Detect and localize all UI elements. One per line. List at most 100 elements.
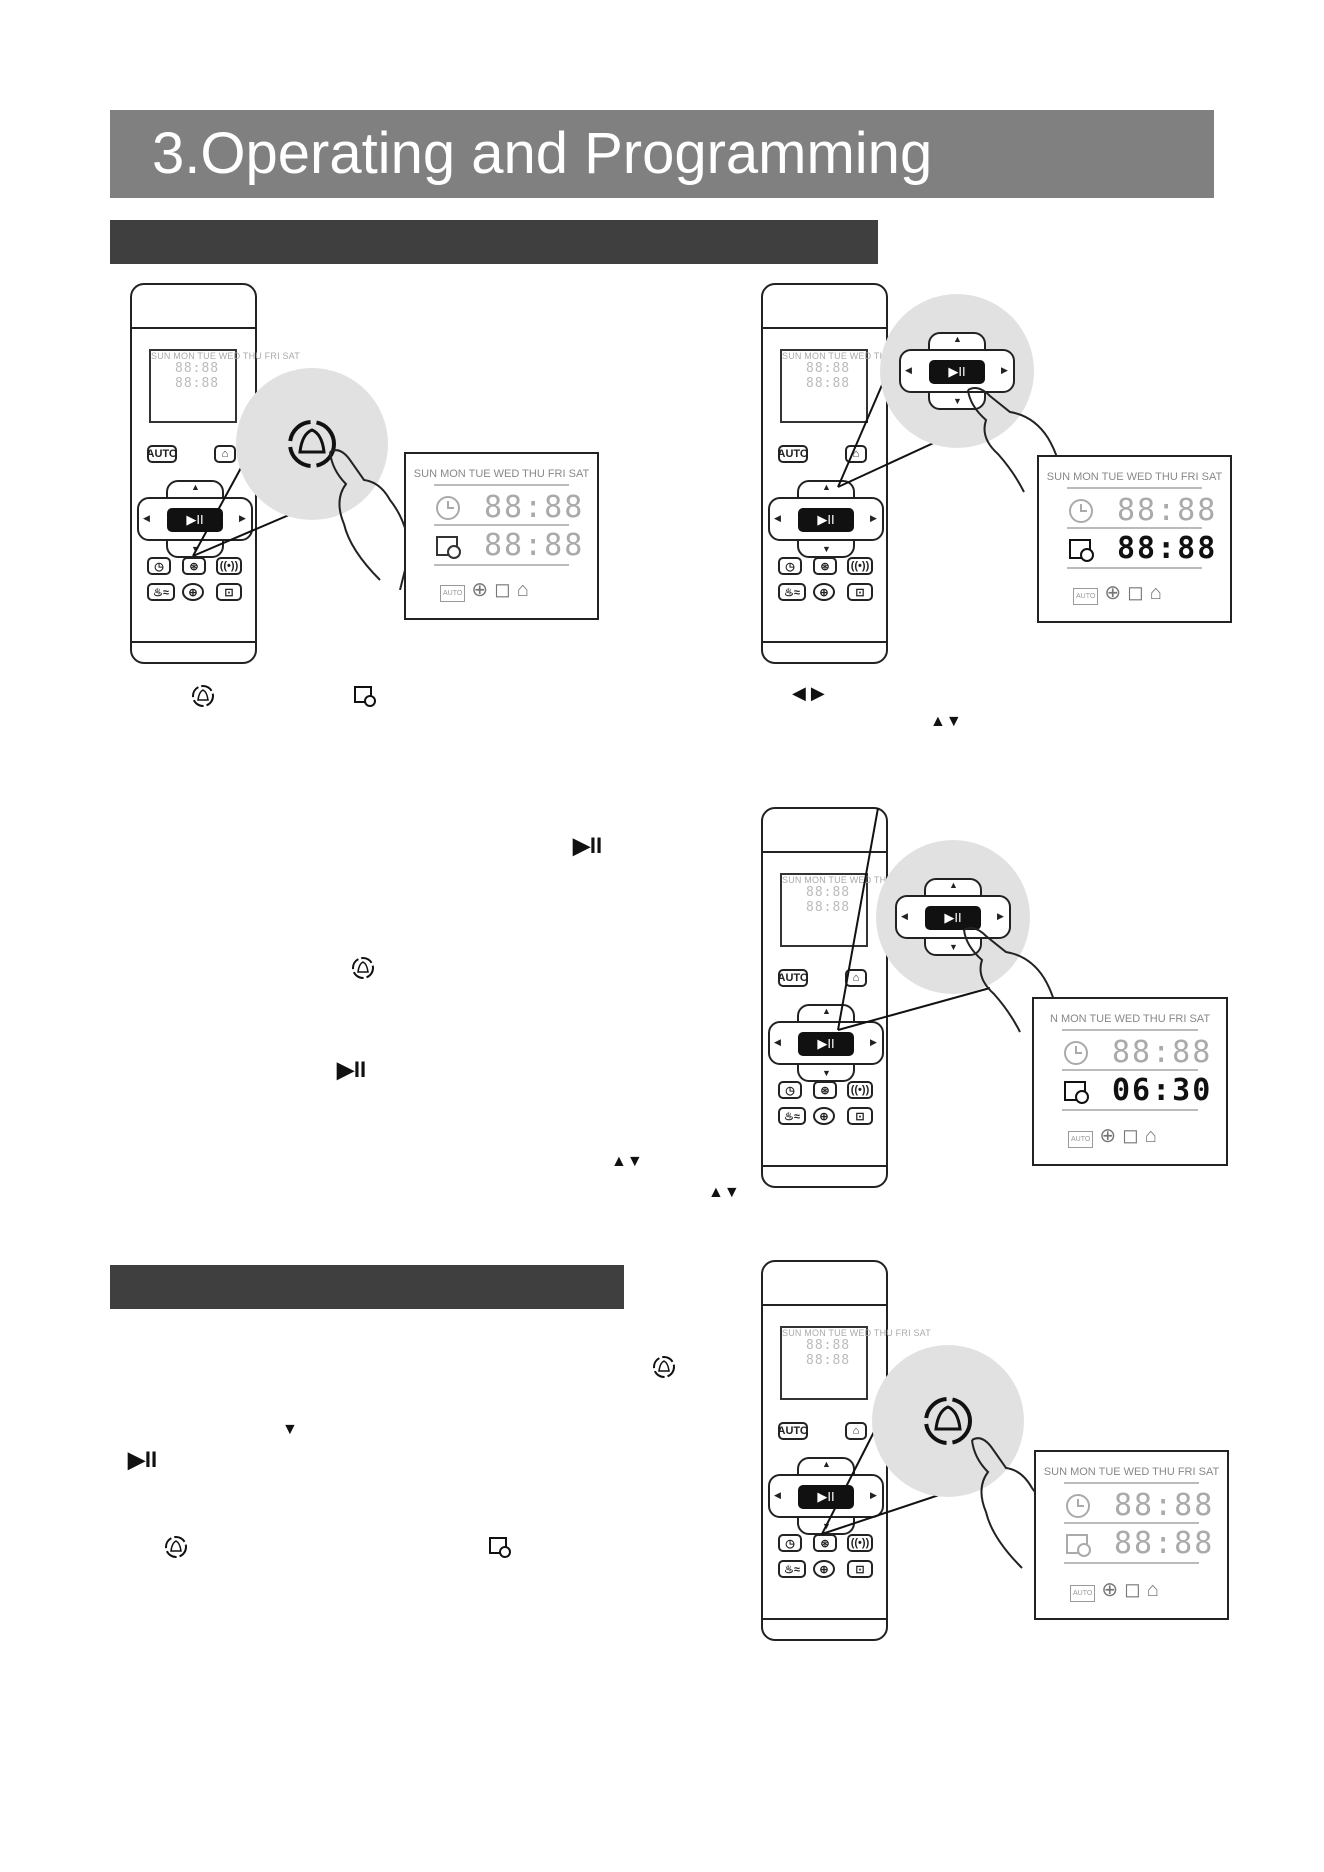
window-button[interactable]: ⊡ [847,1107,873,1125]
panel-days: SUN MON TUE WED THU FRI SAT [1043,1466,1220,1478]
window-button[interactable]: ⊡ [847,583,873,601]
down-arrow-icon: ▼ [282,1421,298,1438]
target-icon: ⊕ [1101,1579,1119,1601]
lcd-days: SUN MON TUE WED THU FRI SAT [151,351,300,361]
auto-icon: AUTO [1073,588,1099,605]
alarm-button[interactable]: ⊛ [813,1534,837,1552]
alarm-button[interactable]: ⊛ [813,557,837,575]
section-heading-2 [110,1265,624,1309]
panel-timer: 88:88 [484,528,585,563]
mode-button[interactable]: ♨≈ [147,583,175,601]
wireless-button[interactable]: ((•)) [847,1534,873,1552]
clock-icon [1064,1041,1088,1065]
zoom-circle-3: ▶II ▲ ▼ ◀ ▶ [876,840,1030,994]
up-down-arrows-icon: ▲▼ [708,1184,740,1201]
mode-button[interactable]: ♨≈ [778,1107,806,1125]
alarm-icon [352,957,374,979]
window-button[interactable]: ⊡ [847,1560,873,1578]
alarm-button[interactable]: ⊛ [182,557,206,575]
play-pause-icon: ▶II [128,1447,158,1472]
lcd-timer: 88:88 [175,376,220,391]
panel-mode-icons: AUTO ⊕ ◻ ⌂ [1068,1123,1157,1148]
wireless-button[interactable]: ((•)) [847,1081,873,1099]
lcd-days: SUN MON TUE WED THU FRI SAT [782,351,931,361]
alarm-icon [653,1356,675,1378]
display-panel-4: SUN MON TUE WED THU FRI SAT 88:88 88:88 … [1034,1450,1229,1620]
target-button[interactable]: ⊕ [813,1107,835,1125]
dpad: ▶II ▲ ▼ ◀ ▶ [137,480,253,558]
lcd-days: SUN MON TUE WED THU FRI SAT [782,875,931,885]
auto-button[interactable]: AUTO [778,969,808,987]
auto-icon: AUTO [440,585,466,602]
panel-clock: 88:88 [1114,1488,1215,1523]
play-pause-icon: ▶II [337,1057,367,1082]
mode-button[interactable]: ♨≈ [778,583,806,601]
house-icon: ⌂ [1144,1125,1157,1147]
calendar-timer-icon [1064,1081,1089,1104]
clock-button[interactable]: ◷ [778,1081,802,1099]
wireless-button[interactable]: ((•)) [847,557,873,575]
up-down-arrows-icon: ▲▼ [611,1153,643,1170]
play-pause-button[interactable]: ▶II [798,508,854,532]
alarm-icon [924,1397,972,1445]
home-button[interactable]: ⌂ [214,445,236,463]
dpad-zoomed: ▶II ▲ ▼ ◀ ▶ [899,332,1015,410]
panel-timer: 88:88 [1117,531,1218,566]
wireless-button[interactable]: ((•)) [216,557,242,575]
target-button[interactable]: ⊕ [813,1560,835,1578]
panel-days: SUN MON TUE WED THU FRI SAT [413,468,590,480]
clock-icon [1066,1494,1090,1518]
window-button[interactable]: ⊡ [216,583,242,601]
clock-button[interactable]: ◷ [147,557,171,575]
up-down-arrows-icon: ▲▼ [930,713,962,730]
clock-icon [436,496,460,520]
dpad: ▶II ▲ ▼ ◀ ▶ [768,1457,884,1535]
house-icon: ⌂ [1146,1579,1159,1601]
window-icon: ◻ [1122,1125,1139,1147]
lcd-timer: 88:88 [806,900,851,915]
dpad: ▶II ▲ ▼ ◀ ▶ [768,1004,884,1082]
clock-button[interactable]: ◷ [778,557,802,575]
calendar-timer-icon [489,1537,511,1558]
title-bar [110,110,1214,198]
zoom-circle-2: ▶II ▲ ▼ ◀ ▶ [880,294,1034,448]
target-button[interactable]: ⊕ [813,583,835,601]
remote-lcd: SUN MON TUE WED THU FRI SAT 88:88 88:88 [780,349,931,423]
mode-button[interactable]: ♨≈ [778,1560,806,1578]
lcd-timer: 88:88 [806,376,851,391]
calendar-timer-icon [1069,539,1094,562]
play-pause-button[interactable]: ▶II [929,360,985,384]
page-title: 3.Operating and Programming [152,121,933,186]
target-icon: ⊕ [1099,1125,1117,1147]
alarm-button[interactable]: ⊛ [813,1081,837,1099]
lcd-clock: 88:88 [175,361,220,376]
calendar-timer-icon [436,536,461,559]
home-button[interactable]: ⌂ [845,969,867,987]
auto-button[interactable]: AUTO [778,445,808,463]
left-right-arrows-icon: ◀ ▶ [792,683,825,703]
clock-button[interactable]: ◷ [778,1534,802,1552]
zoom-circle-4 [872,1345,1024,1497]
dpad: ▶II ▲ ▼ ◀ ▶ [768,480,884,558]
remote-control-1: SUN MON TUE WED THU FRI SAT 88:88 88:88 … [130,283,300,664]
auto-button[interactable]: AUTO [147,445,177,463]
lcd-timer: 88:88 [806,1353,851,1368]
panel-timer: 88:88 [1114,1526,1215,1561]
alarm-icon [192,685,214,707]
auto-icon: AUTO [1070,1585,1096,1602]
display-panel-1: SUN MON TUE WED THU FRI SAT 88:88 88:88 … [404,452,599,620]
remote-control-2: SUN MON TUE WED THU FRI SAT 88:88 88:88 … [761,283,931,664]
auto-button[interactable]: AUTO [778,1422,808,1440]
lcd-clock: 88:88 [806,361,851,376]
section-heading-1 [110,220,878,264]
target-icon: ⊕ [471,579,489,601]
lcd-days: SUN MON TUE WED THU FRI SAT [782,1328,931,1338]
home-button[interactable]: ⌂ [845,1422,867,1440]
target-button[interactable]: ⊕ [182,583,204,601]
panel-days: N MON TUE WED THU FRI SAT [1049,1013,1211,1025]
play-pause-button[interactable]: ▶II [798,1032,854,1056]
panel-timer: 06:30 [1112,1073,1213,1108]
play-pause-button[interactable]: ▶II [925,906,981,930]
panel-clock: 88:88 [1117,493,1218,528]
zoom-circle-1 [236,368,388,520]
